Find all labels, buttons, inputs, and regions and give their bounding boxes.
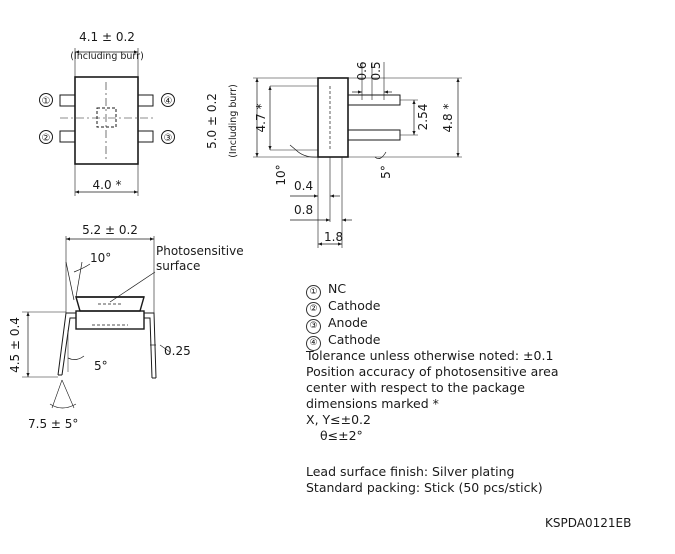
dim-front-height: 4.5 ± 0.4	[8, 317, 22, 373]
dim-lead-06: 0.6	[355, 61, 369, 80]
tolerance-line-4: dimensions marked *	[306, 396, 439, 411]
tolerance-notes: Tolerance unless otherwise noted: ±0.1 P…	[306, 348, 559, 444]
finish-notes: Lead surface finish: Silver plating Stan…	[306, 464, 543, 496]
pin-num-3: ③	[306, 319, 321, 334]
pin-marker-label-1: ①	[42, 96, 51, 107]
tolerance-line-1: Tolerance unless otherwise noted: ±0.1	[306, 348, 554, 363]
top-sensor	[96, 107, 117, 128]
dim-side-height: 5.0 ± 0.2	[205, 93, 219, 149]
pin-row-1: ① NC	[306, 281, 380, 300]
photosensitive-label-1: Photosensitive	[156, 244, 244, 258]
top-body	[74, 76, 139, 165]
top-view	[39, 48, 175, 196]
pin-marker-2	[39, 130, 53, 144]
pin-marker-label-4: ④	[164, 96, 173, 107]
finish-line-2: Standard packing: Stick (50 pcs/stick)	[306, 480, 543, 495]
dim-side-inner: 4.7 *	[254, 104, 268, 133]
pin-num-2: ②	[306, 302, 321, 317]
pin-marker-4	[161, 93, 175, 107]
top-lead-3	[137, 130, 154, 143]
dim-pitch: 2.54	[416, 104, 430, 131]
pin-num-1: ①	[306, 285, 321, 300]
top-lead-1	[59, 94, 76, 107]
top-lead-2	[59, 130, 76, 143]
pin-marker-1	[39, 93, 53, 107]
dim-angle-10-front: 10°	[90, 251, 111, 265]
tolerance-line-3: center with respect to the package	[306, 380, 525, 395]
dim-lead-thickness: 0.25	[164, 344, 191, 358]
dim-angle-5-side: 5°	[379, 165, 393, 179]
dim-18: 1.8	[324, 230, 343, 244]
front-lead-right	[144, 312, 157, 379]
drawing-code: KSPDA0121EB	[545, 516, 632, 530]
tolerance-line-5: X, Y≤±0.2	[306, 412, 371, 427]
front-view	[22, 236, 171, 409]
pin-num-4: ④	[306, 336, 321, 351]
pin-name-3: Anode	[328, 315, 368, 330]
pin-list: ① NC ② Cathode ③ Anode ④ Cathode	[306, 281, 380, 351]
pin-marker-3	[161, 130, 175, 144]
dim-top-width: 4.1 ± 0.2	[79, 30, 135, 44]
pin-marker-label-3: ③	[164, 133, 173, 144]
tolerance-line-6: θ≤±2°	[320, 428, 363, 443]
dim-top-burr: (Including burr)	[70, 51, 144, 62]
side-body	[317, 77, 349, 158]
photosensitive-label-2: surface	[156, 259, 200, 273]
dim-body-width: 4.0 *	[93, 178, 122, 192]
dim-08: 0.8	[294, 203, 313, 217]
pin-row-3: ③ Anode	[306, 315, 380, 334]
front-lead-left	[57, 312, 76, 376]
pin-marker-label-2: ②	[42, 133, 51, 144]
dim-angle-5-front: 5°	[94, 359, 108, 373]
top-lead-4	[137, 94, 154, 107]
side-view	[253, 62, 462, 248]
finish-line-1: Lead surface finish: Silver plating	[306, 464, 515, 479]
dim-side-burr: (Including burr)	[228, 84, 239, 158]
dim-04: 0.4	[294, 179, 313, 193]
pin-name-1: NC	[328, 281, 347, 296]
dim-front-width: 5.2 ± 0.2	[82, 223, 138, 237]
dim-lead-05: 0.5	[369, 61, 383, 80]
side-lead-upper	[347, 94, 401, 106]
dim-lead-spread: 7.5 ± 5°	[28, 417, 78, 431]
pin-row-2: ② Cathode	[306, 298, 380, 317]
side-lead-lower	[347, 129, 401, 141]
dim-overall: 4.8 *	[441, 104, 455, 133]
pin-row-4: ④ Cathode	[306, 332, 380, 351]
pin-name-4: Cathode	[328, 332, 381, 347]
pin-name-2: Cathode	[328, 298, 381, 313]
dim-angle-10-side: 10°	[274, 164, 288, 185]
tolerance-line-2: Position accuracy of photosensitive area	[306, 364, 559, 379]
